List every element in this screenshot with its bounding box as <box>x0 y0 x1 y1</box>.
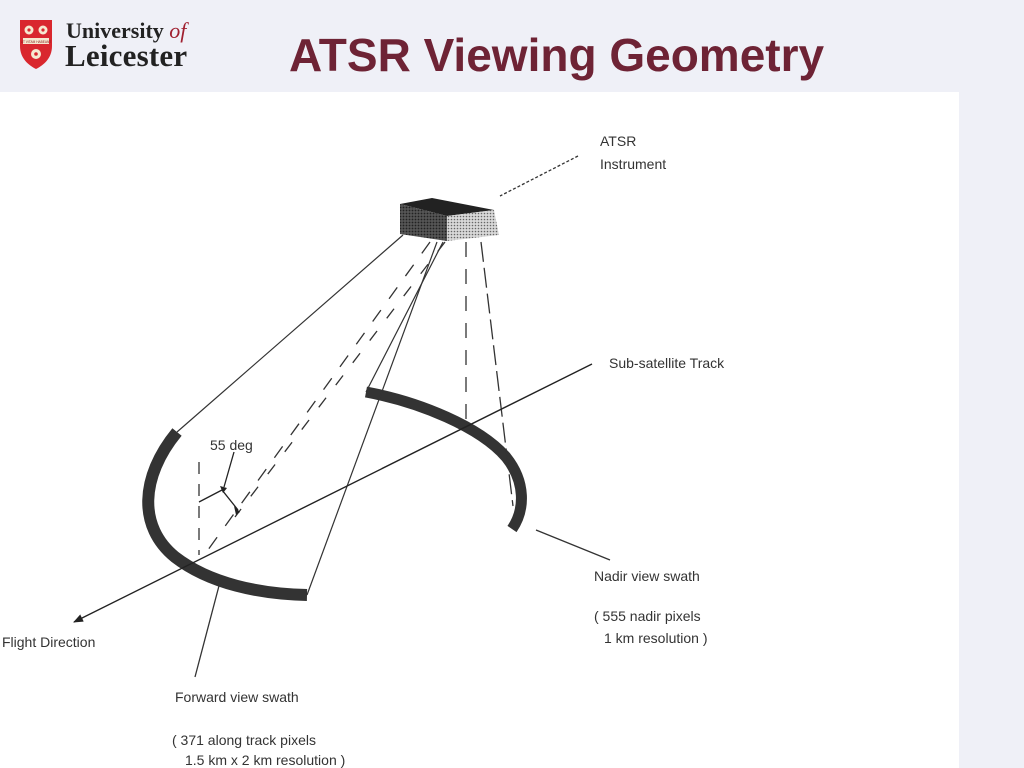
forward-detail-line2: 1.5 km x 2 km resolution ) <box>185 752 345 768</box>
nadir-pointer <box>535 529 611 561</box>
logo-of: of <box>169 18 187 43</box>
atsr-instrument-icon <box>400 198 499 241</box>
forward-view-swath <box>142 428 308 601</box>
instrument-pointer <box>499 155 579 197</box>
fov-line-forward-inner-2 <box>365 241 444 393</box>
logo-university: University <box>66 18 164 43</box>
nadir-view-swath <box>364 386 527 533</box>
forward-detail-line1: ( 371 along track pixels <box>172 732 316 748</box>
atsr-geometry-diagram: ATSR Instrument Sub-satellite Track 55 d… <box>2 133 725 768</box>
instrument-label: ATSR Instrument <box>600 133 666 172</box>
logo-line1: University of <box>66 18 186 44</box>
forward-pointer <box>194 581 221 678</box>
flight-direction-label: Flight Direction <box>2 634 95 650</box>
nadir-view-swath-label: Nadir view swath <box>594 568 700 584</box>
instrument-label-line1: ATSR <box>600 133 636 149</box>
sub-satellite-track-label: Sub-satellite Track <box>609 355 725 371</box>
nadir-detail-label: ( 555 nadir pixels 1 km resolution ) <box>594 608 707 646</box>
angle-indicator <box>198 451 240 515</box>
logo-leicester: Leicester <box>65 38 188 73</box>
forward-detail-label: ( 371 along track pixels 1.5 km x 2 km r… <box>172 732 345 768</box>
angle-label: 55 deg <box>210 437 253 453</box>
forward-view-swath-label: Forward view swath <box>175 689 299 705</box>
fov-line-forward-dashed <box>204 241 431 555</box>
instrument-label-line2: Instrument <box>600 156 666 172</box>
slide-title: ATSR Viewing Geometry <box>289 29 825 81</box>
nadir-detail-line1: ( 555 nadir pixels <box>594 608 701 624</box>
fov-line-forward-inner-1 <box>306 241 438 596</box>
shield-icon: UT VITAM HABEANT <box>20 20 52 69</box>
shield-motto: UT VITAM HABEANT <box>21 40 52 44</box>
diagram-panel: ATSR Instrument Sub-satellite Track 55 d… <box>0 92 959 768</box>
sub-satellite-track-line <box>73 363 593 623</box>
university-logo[interactable]: UT VITAM HABEANT University of Leicester <box>18 16 228 74</box>
fov-line-forward-outer <box>176 234 404 433</box>
fov-line-nadir-outer <box>480 241 514 507</box>
nadir-detail-line2: 1 km resolution ) <box>604 630 707 646</box>
fov-line-forward-dashed-2 <box>234 241 446 518</box>
